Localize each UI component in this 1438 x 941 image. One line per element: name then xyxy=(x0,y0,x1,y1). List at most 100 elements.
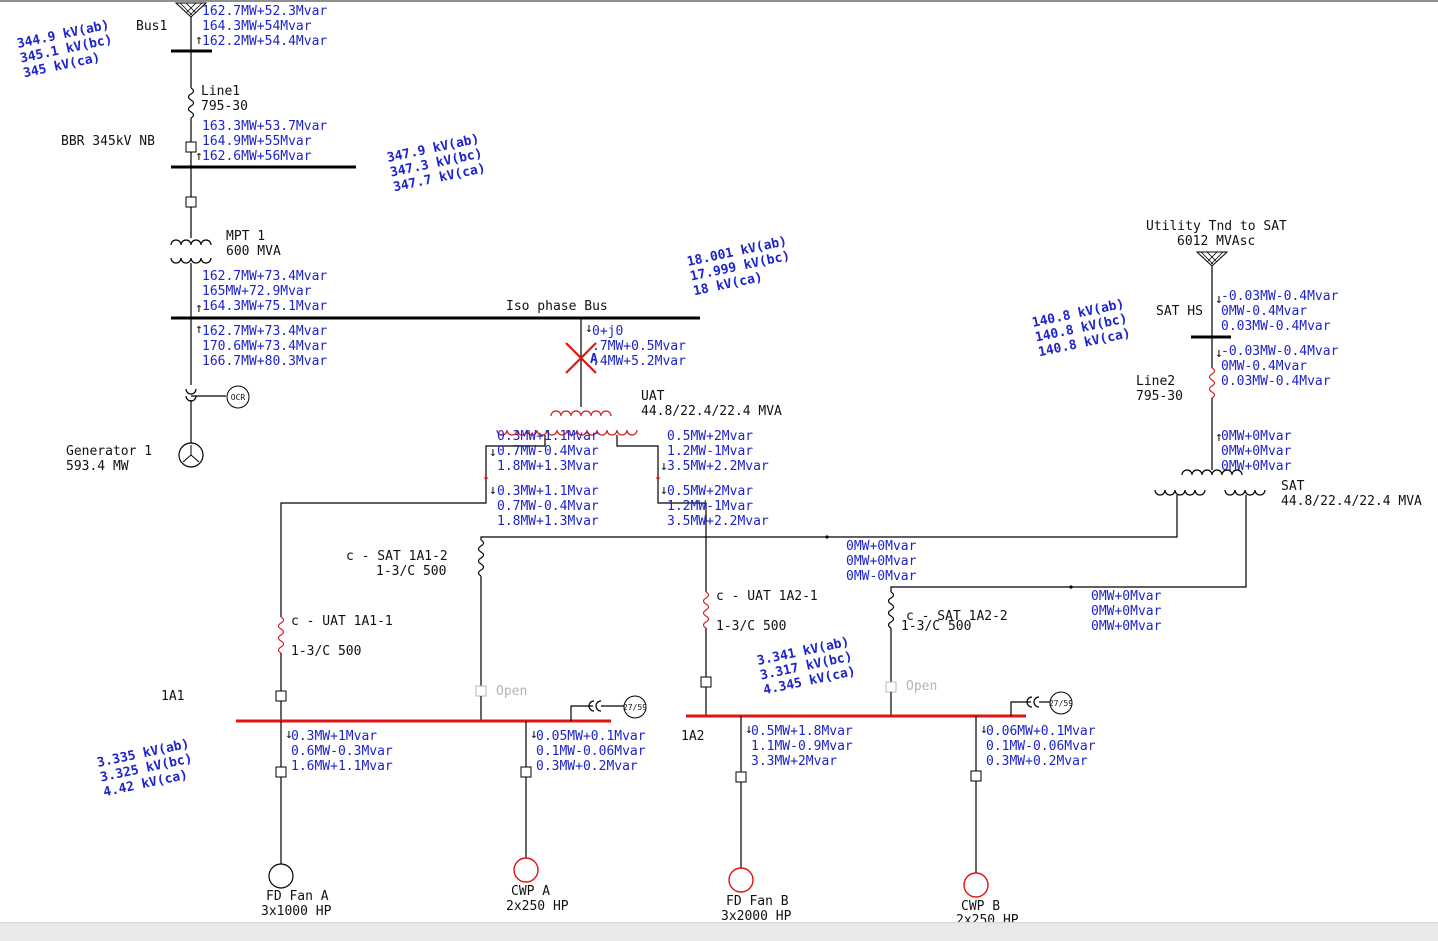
cable-uat-1a2-1-icon[interactable] xyxy=(702,591,710,629)
cable-uat-1a1-1-type: 1-3/C 500 xyxy=(291,644,361,659)
fd-fan-b-name: FD Fan B xyxy=(726,894,789,909)
fd-fan-a-motor-icon[interactable] xyxy=(268,863,294,889)
generator-rating: 593.4 MW xyxy=(66,459,129,474)
mpt-flow-c: 164.3MW+75.1Mvar xyxy=(202,299,327,314)
cable-sat-1a2-2-icon[interactable] xyxy=(887,591,895,629)
sat-flow-low-a: 0MW+0Mvar xyxy=(1091,589,1162,604)
uat-name: UAT xyxy=(641,389,665,404)
line2-impedance-icon[interactable] xyxy=(1208,367,1216,399)
cwp-a-motor-icon[interactable] xyxy=(513,857,539,883)
svg-text:↑: ↑ xyxy=(1215,430,1223,445)
sat-1a2-open-label: Open xyxy=(906,679,937,694)
line2-type: 795-30 xyxy=(1136,389,1183,404)
bbr-voltage-group: 347.9 kV(ab) 347.3 kV(bc) 347.7 kV(ca) xyxy=(386,132,487,196)
mpt-hv-breaker[interactable] xyxy=(185,196,197,208)
cable-uat-1a2-1-type: 1-3/C 500 xyxy=(716,619,786,634)
line1-type: 795-30 xyxy=(201,99,248,114)
fault-marker-icon[interactable] xyxy=(565,342,597,374)
gen-flow-c: 166.7MW+80.3Mvar xyxy=(202,354,327,369)
cwp-a-flow-a: 0.05MW+0.1Mvar xyxy=(536,729,646,744)
line1-name: Line1 xyxy=(201,84,240,99)
uv-relay-1a1-icon[interactable] xyxy=(623,695,647,719)
bus-1a1-name: 1A1 xyxy=(161,689,184,704)
sat-1a1-open-label: Open xyxy=(496,684,527,699)
uat-right-flow-a0: 0.5MW+2Mvar xyxy=(667,429,753,444)
cwp-b-breaker[interactable] xyxy=(970,770,982,782)
sat-1a2-breaker-open[interactable] xyxy=(885,681,897,693)
svg-text:↓: ↓ xyxy=(980,722,988,737)
sat-hs-voltage-group: 140.8 kV(ab) 140.8 kV(bc) 140.8 kV(ca) xyxy=(1031,297,1132,361)
bus1-name: Bus1 xyxy=(136,19,167,34)
uat-left-flow-b2: 1.8MW+1.3Mvar xyxy=(497,514,599,529)
cable-sat-1a1-2-name: c - SAT 1A1-2 xyxy=(346,549,448,564)
svg-text:↓: ↓ xyxy=(285,727,293,742)
fd-fan-b-breaker[interactable] xyxy=(735,771,747,783)
line1-impedance-icon[interactable] xyxy=(187,87,195,119)
svg-text:↑: ↑ xyxy=(195,322,203,337)
bbr-flow-a: 163.3MW+53.7Mvar xyxy=(202,119,327,134)
utility-flow-a: -0.03MW-0.4Mvar xyxy=(1221,289,1339,304)
uat-transformer-icon[interactable] xyxy=(496,410,638,436)
uv-relay-1a2-icon[interactable] xyxy=(1049,691,1073,715)
utility-sat-source-icon[interactable] xyxy=(1195,251,1229,267)
fd-fan-b-flow-b: 1.1MW-0.9Mvar xyxy=(751,739,853,754)
utility-rating: 6012 MVAsc xyxy=(1177,234,1255,249)
sat-flow-low-b: 0MW+0Mvar xyxy=(1091,604,1162,619)
uat-rating: 44.8/22.4/22.4 MVA xyxy=(641,404,782,419)
uat-1a2-breaker[interactable] xyxy=(700,676,712,688)
cwp-a-rating: 2x250 HP xyxy=(506,899,569,914)
mpt-name: MPT 1 xyxy=(226,229,265,244)
fd-fan-b-flow-a: 0.5MW+1.8Mvar xyxy=(751,724,853,739)
cable-uat-1a1-1-icon[interactable] xyxy=(277,616,285,654)
sat-name: SAT xyxy=(1281,479,1305,494)
bbr-flow-b: 164.9MW+55Mvar xyxy=(202,134,312,149)
cable-sat-1a1-2-icon[interactable] xyxy=(477,539,485,577)
sat-transformer-icon[interactable] xyxy=(1154,469,1266,496)
bus1-flow-c: 162.2MW+54.4Mvar xyxy=(202,34,327,49)
svg-text:↓: ↓ xyxy=(489,483,497,498)
mpt-transformer-icon[interactable] xyxy=(170,239,212,264)
uat-left-flow-b1: 0.7MW-0.4Mvar xyxy=(497,499,599,514)
bbr-name: BBR 345kV NB xyxy=(61,134,155,149)
uat-right-flow-b0: 0.5MW+2Mvar xyxy=(667,484,753,499)
sat-flow-low-c: 0MW+0Mvar xyxy=(1091,619,1162,634)
bus-1a2-voltage-group: 3.341 kV(ab) 3.317 kV(bc) 4.345 kV(ca) xyxy=(756,635,857,699)
generator-icon[interactable] xyxy=(178,442,204,468)
cwp-b-flow-a: 0.06MW+0.1Mvar xyxy=(986,724,1096,739)
utility-source-icon[interactable] xyxy=(174,2,208,18)
cwp-a-breaker[interactable] xyxy=(520,766,532,778)
cable-uat-1a1-1-name: c - UAT 1A1-1 xyxy=(291,614,393,629)
cable-sat-1a2-2-type: 1-3/C 500 xyxy=(901,619,971,634)
fd-fan-b-rating: 3x2000 HP xyxy=(721,909,792,924)
cwp-b-flow-b: 0.1MW-0.06Mvar xyxy=(986,739,1096,754)
mpt-flow-b: 165MW+72.9Mvar xyxy=(202,284,312,299)
iso-bus-name: Iso phase Bus xyxy=(506,299,608,314)
uat-left-flow-a1: 0.7MW-0.4Mvar xyxy=(497,444,599,459)
utility-flow-b: 0MW-0.4Mvar xyxy=(1221,304,1307,319)
uat-1a1-breaker[interactable] xyxy=(275,690,287,702)
bus1-flow-a: 162.7MW+52.3Mvar xyxy=(202,4,327,19)
sat-rating: 44.8/22.4/22.4 MVA xyxy=(1281,494,1422,509)
gen-flow-b: 170.6MW+73.4Mvar xyxy=(202,339,327,354)
horizontal-scrollbar[interactable] xyxy=(0,922,1438,941)
cwp-a-name: CWP A xyxy=(511,884,550,899)
bus-1a2-name: 1A2 xyxy=(681,729,704,744)
fd-fan-a-breaker[interactable] xyxy=(275,766,287,778)
uat-right-flow-a1: 1.2MW-1Mvar xyxy=(667,444,753,459)
bus1-flow-b: 164.3MW+54Mvar xyxy=(202,19,312,34)
cwp-b-motor-icon[interactable] xyxy=(963,872,989,898)
mpt-rating: 600 MVA xyxy=(226,244,281,259)
uat-right-flow-b2: 3.5MW+2.2Mvar xyxy=(667,514,769,529)
cwp-a-flow-c: 0.3MW+0.2Mvar xyxy=(536,759,638,774)
svg-text:↑: ↑ xyxy=(195,149,203,164)
uat-hv-flow-b: .7MW+0.5Mvar xyxy=(592,339,686,354)
uat-hv-flow-c: .4MW+5.2Mvar xyxy=(592,354,686,369)
uat-right-flow-b1: 1.2MW-1Mvar xyxy=(667,499,753,514)
utility-name: Utility Tnd to SAT xyxy=(1146,219,1287,234)
utility-flow-c: 0.03MW-0.4Mvar xyxy=(1221,319,1331,334)
ocr-relay-icon[interactable] xyxy=(226,385,250,409)
sat-1a1-breaker-open[interactable] xyxy=(475,685,487,697)
sat-flow-top-c: 0MW+0Mvar xyxy=(1221,459,1292,474)
fd-fan-b-motor-icon[interactable] xyxy=(728,867,754,893)
